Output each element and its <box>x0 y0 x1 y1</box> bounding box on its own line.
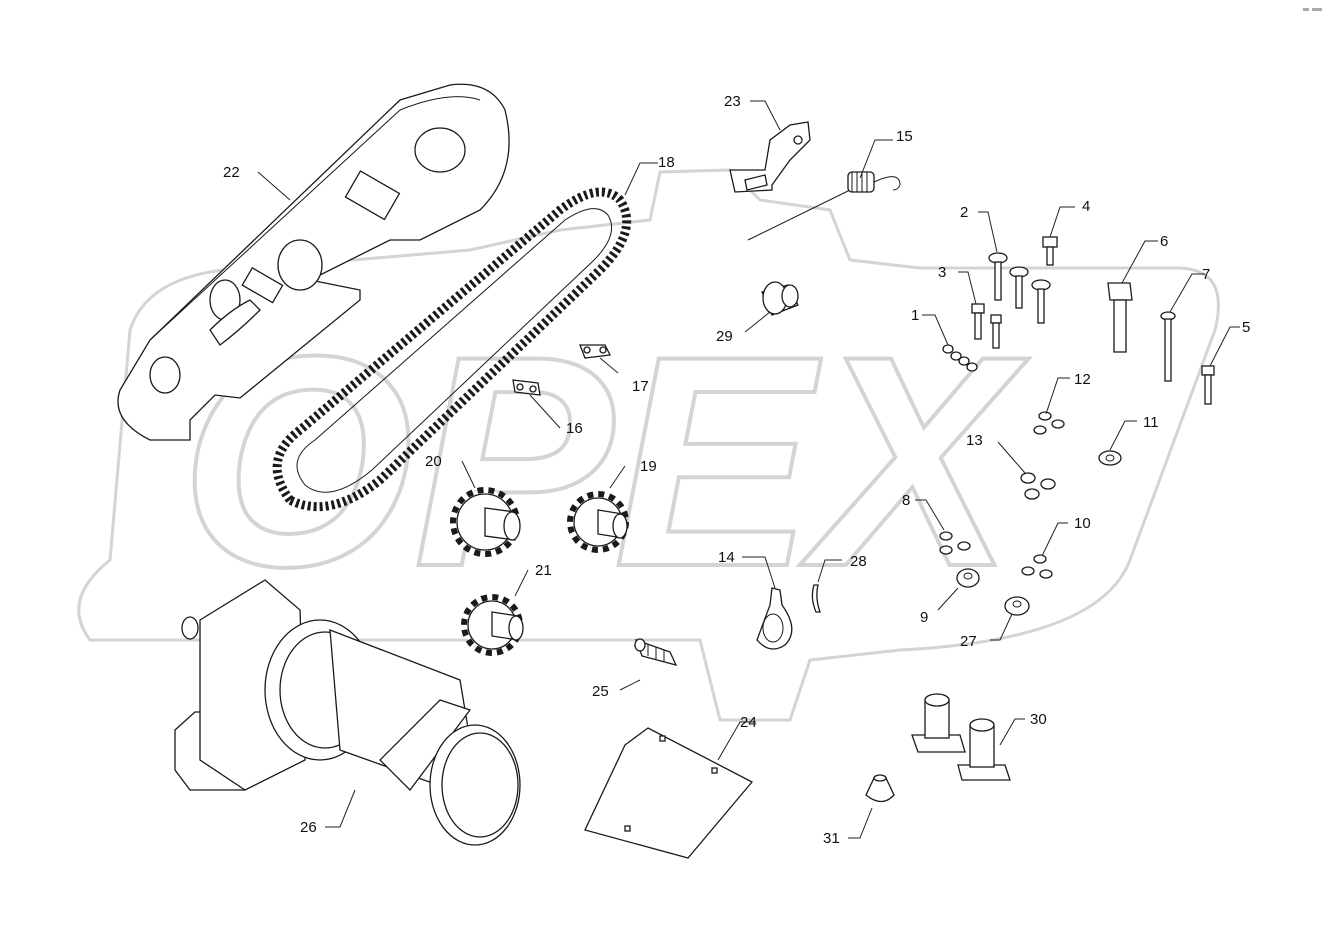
carriage-bolt-2 <box>988 252 1051 324</box>
linch-pin <box>756 587 793 650</box>
label-part-10: 10 <box>1074 515 1091 532</box>
long-bolt-7 <box>1160 311 1176 382</box>
flat-washer-11 <box>1098 450 1122 466</box>
mounting-plate <box>584 727 754 859</box>
label-part-4: 4 <box>1082 198 1090 215</box>
label-part-19: 19 <box>640 458 657 475</box>
connecting-link-16 <box>512 379 541 396</box>
label-part-23: 23 <box>724 93 741 110</box>
label-part-17: 17 <box>632 378 649 395</box>
label-part-12: 12 <box>1074 371 1091 388</box>
washer-set-13 <box>1020 472 1056 500</box>
label-part-22: 22 <box>223 164 240 181</box>
tension-spring <box>747 171 901 241</box>
grease-nipple <box>634 638 678 666</box>
chain-guard <box>117 83 510 441</box>
label-part-15: 15 <box>896 128 913 145</box>
bolt-set <box>971 236 1215 405</box>
sprocket-20 <box>450 487 521 557</box>
hex-bolt-6 <box>1107 282 1133 353</box>
fastener-nuts-washers <box>939 344 1122 616</box>
label-part-30: 30 <box>1030 711 1047 728</box>
hex-bolt-3 <box>971 303 1002 349</box>
label-part-7: 7 <box>1202 266 1210 283</box>
tensioner-bracket <box>729 121 811 193</box>
cotter-pin <box>811 584 821 613</box>
collar-nut-9 <box>956 568 980 588</box>
label-part-9: 9 <box>920 609 928 626</box>
label-part-21: 21 <box>535 562 552 579</box>
label-part-26: 26 <box>300 819 317 836</box>
nut-set-10 <box>1021 554 1053 579</box>
label-part-28: 28 <box>850 553 867 570</box>
label-part-16: 16 <box>566 420 583 437</box>
label-part-1: 1 <box>911 307 919 324</box>
hex-bolt-5 <box>1201 365 1215 405</box>
label-part-24: 24 <box>740 714 757 731</box>
hex-nut-27 <box>1004 596 1030 616</box>
label-part-25: 25 <box>592 683 609 700</box>
label-part-14: 14 <box>718 549 735 566</box>
callout-labels: 1 2 3 4 5 6 7 8 9 10 11 12 13 14 15 16 1… <box>223 93 1250 847</box>
protective-cap <box>865 774 895 803</box>
nut-set-8 <box>939 531 971 555</box>
label-part-31: 31 <box>823 830 840 847</box>
label-part-2: 2 <box>960 204 968 221</box>
label-part-29: 29 <box>716 328 733 345</box>
washer-set-12 <box>1033 411 1065 435</box>
label-part-6: 6 <box>1160 233 1168 250</box>
leader-lines <box>257 100 1240 839</box>
connecting-link-17 <box>579 344 611 359</box>
spacer-bushing <box>761 281 799 316</box>
label-part-20: 20 <box>425 453 442 470</box>
label-part-5: 5 <box>1242 319 1250 336</box>
sprocket-21 <box>461 594 524 656</box>
corner-mark <box>1303 8 1322 11</box>
roller-chain <box>272 187 632 512</box>
label-part-8: 8 <box>902 492 910 509</box>
hex-bolt-4 <box>1042 236 1058 266</box>
label-part-11: 11 <box>1143 414 1159 431</box>
label-part-13: 13 <box>966 432 983 449</box>
gear-motor <box>174 579 521 846</box>
rubber-mounts <box>911 693 1011 781</box>
label-part-27: 27 <box>960 633 977 650</box>
sprocket-19 <box>567 491 629 553</box>
label-part-18: 18 <box>658 154 675 171</box>
label-part-3: 3 <box>938 264 946 281</box>
nut-set-1 <box>942 344 978 372</box>
